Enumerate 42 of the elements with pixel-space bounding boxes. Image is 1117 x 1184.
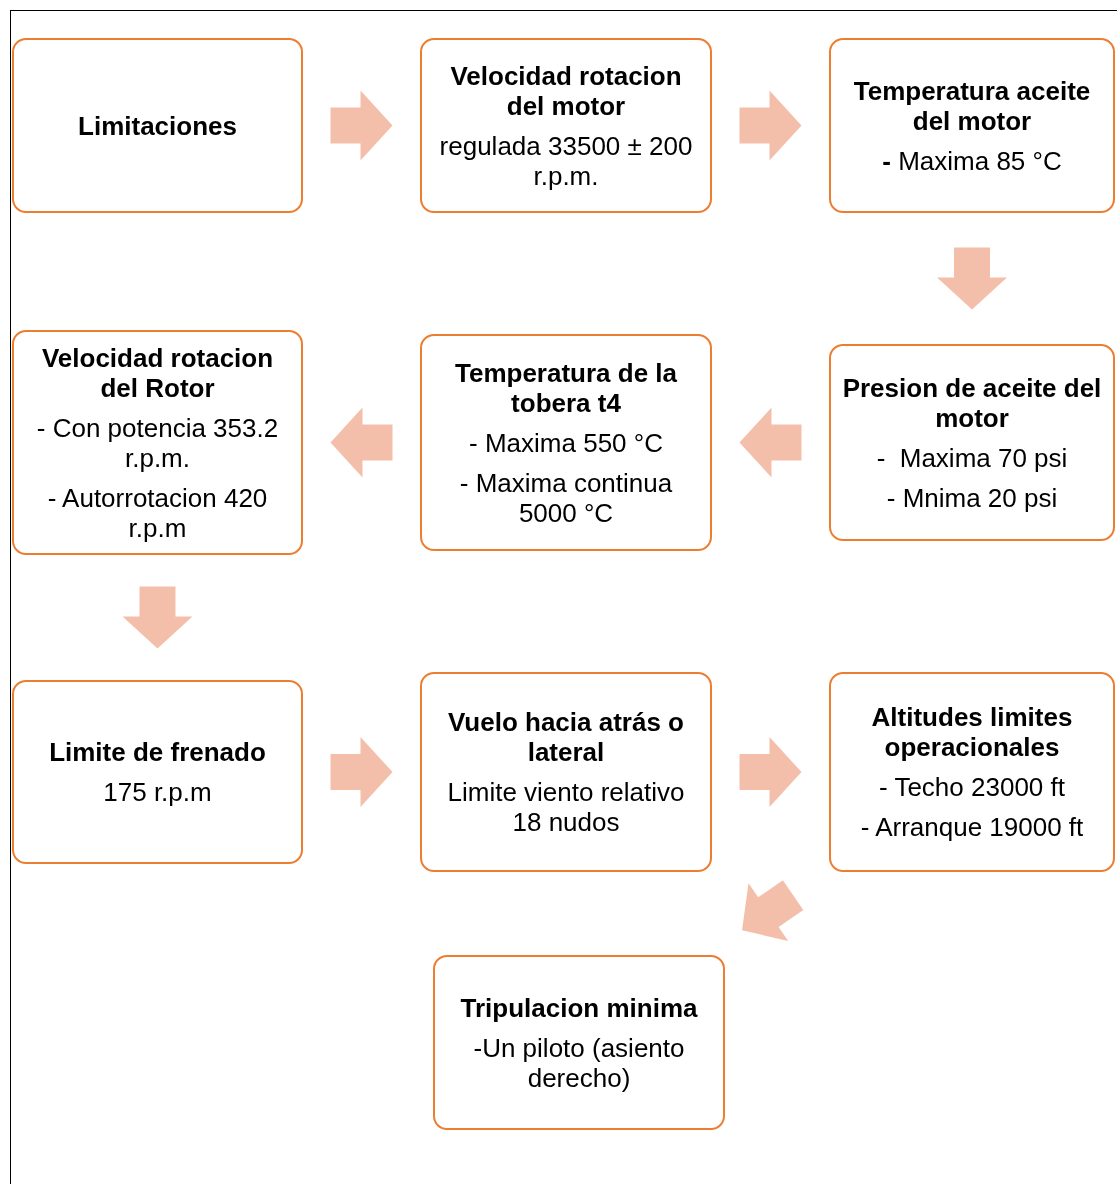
- box-text: -Un piloto (asiento derecho): [472, 1032, 686, 1093]
- block-arrow: [330, 407, 393, 478]
- box-heading: Tripulacion minima: [460, 992, 698, 1023]
- process-box: [420, 672, 712, 872]
- process-box: [12, 680, 303, 864]
- block-arrow: [330, 737, 393, 807]
- box-heading: Temperatura de la tobera t4: [453, 357, 678, 418]
- box-heading: Limitaciones: [78, 110, 237, 141]
- process-box: [829, 344, 1115, 541]
- box-text: - Maxima 550 °C: [469, 427, 663, 458]
- block-arrow: [330, 90, 393, 161]
- process-box: [433, 955, 725, 1130]
- box-heading: Vuelo hacia atrás o lateral: [447, 707, 685, 767]
- box-text: - Techo 23000 ft: [879, 772, 1065, 802]
- box-heading: Velocidad rotacion del motor: [449, 60, 683, 121]
- process-box: [12, 38, 303, 213]
- process-box: [829, 38, 1115, 213]
- process-box: [12, 330, 303, 555]
- box-text: - Con potencia 353.2 r.p.m.: [35, 412, 280, 473]
- box-text: Limite viento relativo 18 nudos: [446, 777, 686, 837]
- box-text: 175 r.p.m: [103, 777, 212, 807]
- block-arrow: [739, 90, 802, 161]
- box-heading: Altitudes limites operacionales: [870, 702, 1074, 762]
- box-text: - Arranque 19000 ft: [860, 812, 1084, 842]
- box-heading: Temperatura aceite del motor: [852, 75, 1092, 136]
- box-text: - Mnima 20 psi: [886, 482, 1058, 513]
- block-arrow: [937, 247, 1007, 310]
- box-text: regulada 33500 ± 200 r.p.m.: [438, 130, 694, 191]
- process-box: [829, 672, 1115, 872]
- box-heading: Limite de frenado: [49, 737, 266, 767]
- process-box: [420, 38, 712, 213]
- box-heading: Velocidad rotacion del Rotor: [40, 342, 275, 403]
- block-arrow: [739, 407, 802, 478]
- block-arrow: [122, 586, 193, 649]
- process-box: [420, 334, 712, 551]
- box-heading: Presion de aceite del motor: [841, 372, 1103, 433]
- block-arrow: [739, 737, 802, 807]
- block-arrow: [742, 880, 804, 941]
- box-text: - Maxima 85 °C: [882, 145, 1062, 176]
- box-text: - Maxima continua 5000 °C: [458, 467, 674, 528]
- box-text: - Autorrotacion 420 r.p.m: [46, 482, 269, 543]
- box-text: - Maxima 70 psi: [876, 442, 1068, 473]
